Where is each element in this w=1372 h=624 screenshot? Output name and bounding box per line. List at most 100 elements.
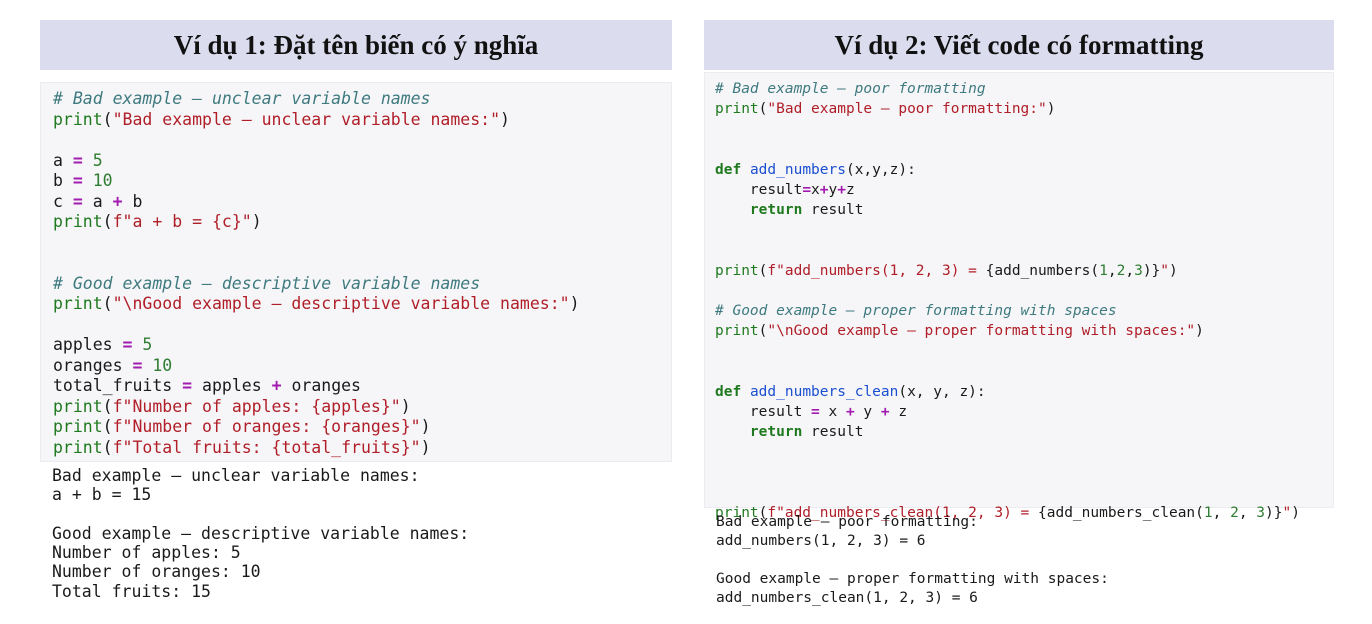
code-token: z xyxy=(889,404,908,420)
code-comment: # Good example – descriptive variable na… xyxy=(53,273,481,293)
code-token: result xyxy=(715,181,803,198)
code-line: print("Bad example – unclear variable na… xyxy=(53,109,510,129)
code-function: print xyxy=(715,101,759,118)
example-1-output: Bad example – unclear variable names:a +… xyxy=(40,462,672,602)
code-line xyxy=(53,130,671,151)
code-line: print(f"Number of apples: {apples}") xyxy=(53,396,411,416)
code-params: (x,y,z): xyxy=(845,161,916,178)
code-token: {add_numbers( xyxy=(985,262,1100,279)
code-line: print(f"add_numbers_clean(1, 2, 3) = {ad… xyxy=(715,503,1333,523)
code-line: # Good example – descriptive variable na… xyxy=(53,274,671,295)
code-token: result xyxy=(802,424,864,441)
code-token: 1 xyxy=(1203,504,1213,521)
code-string: "Bad example – unclear variable names:" xyxy=(112,109,501,129)
code-line xyxy=(715,442,1333,462)
code-token: )} xyxy=(1265,504,1283,521)
code-params: (x, y, z): xyxy=(898,383,986,400)
code-comment: # Bad example – unclear variable names xyxy=(53,89,431,108)
code-keyword: def xyxy=(715,383,742,400)
code-token: = xyxy=(811,404,820,420)
code-line: print("\nGood example – descriptive vari… xyxy=(53,294,580,313)
code-line xyxy=(715,119,1333,139)
code-function: print xyxy=(715,323,759,340)
code-line: apples = 5 xyxy=(53,335,153,354)
code-line xyxy=(715,483,1333,503)
code-token: + xyxy=(819,181,829,198)
code-function: print xyxy=(53,396,103,416)
code-token: ) xyxy=(1169,262,1178,279)
code-token: 3 xyxy=(1256,504,1266,521)
code-line: print("\nGood example – proper formattin… xyxy=(715,323,1204,340)
code-token: 3 xyxy=(1134,262,1143,279)
code-token xyxy=(715,202,750,218)
output-line: a + b = 15 xyxy=(52,485,152,505)
code-line xyxy=(715,220,1333,240)
code-line: total_fruits = apples + oranges xyxy=(53,376,361,395)
code-token: y xyxy=(854,404,881,420)
output-line: Bad example – poor formatting: xyxy=(716,514,978,530)
output-line: add_numbers(1, 2, 3) = 6 xyxy=(716,533,926,549)
code-line: result = x + y + z xyxy=(715,402,1333,422)
code-number: 5 xyxy=(142,335,153,354)
output-line: Number of oranges: 10 xyxy=(52,562,261,582)
code-variable: apples xyxy=(202,376,262,395)
output-line xyxy=(716,551,1334,570)
code-number: 10 xyxy=(152,355,173,375)
code-variable: a xyxy=(53,150,63,170)
code-variable: a xyxy=(92,191,103,211)
code-keyword: def xyxy=(715,161,742,178)
example-1-panel: Ví dụ 1: Đặt tên biến có ý nghĩa # Bad e… xyxy=(40,20,672,602)
code-line xyxy=(715,463,1333,483)
code-token: print xyxy=(715,262,759,279)
code-token: " xyxy=(1282,504,1292,521)
code-line: return result xyxy=(715,422,1333,442)
code-token: 2 xyxy=(1116,262,1126,279)
code-string: "Bad example – poor formatting:" xyxy=(767,101,1047,118)
code-line: # Bad example – poor formatting xyxy=(715,79,1333,99)
code-token: 1 xyxy=(1099,262,1108,279)
code-token: f"add_numbers(1, 2, 3) = xyxy=(767,262,986,279)
code-line: oranges = 10 xyxy=(53,355,173,375)
code-number: 5 xyxy=(92,150,103,170)
code-comment: # Bad example – poor formatting xyxy=(715,81,986,97)
output-line: add_numbers_clean(1, 2, 3) = 6 xyxy=(716,590,978,606)
code-string: "\nGood example – descriptive variable n… xyxy=(112,294,570,313)
code-line xyxy=(715,140,1333,160)
output-line: Good example – proper formatting with sp… xyxy=(716,571,1109,587)
code-line: result=x+y+z xyxy=(715,180,1333,200)
code-token: print xyxy=(715,504,759,521)
code-token: ) xyxy=(1291,504,1300,521)
code-line xyxy=(715,341,1333,361)
output-line: Total fruits: 15 xyxy=(52,581,211,601)
code-token: " xyxy=(1160,262,1170,279)
code-line: def add_numbers(x,y,z): xyxy=(715,160,1333,180)
output-line: Bad example – unclear variable names: xyxy=(52,466,420,485)
code-variable: b xyxy=(53,171,63,190)
code-token: , xyxy=(1212,504,1231,521)
example-1-title: Ví dụ 1: Đặt tên biến có ý nghĩa xyxy=(40,20,672,70)
code-line xyxy=(53,315,671,336)
code-token: y xyxy=(828,181,838,198)
code-function: print xyxy=(53,109,103,129)
code-token: , xyxy=(1238,504,1257,521)
code-function-name: add_numbers xyxy=(749,161,846,178)
code-variable: total_fruits xyxy=(53,376,173,395)
code-token: )} xyxy=(1142,262,1161,279)
code-token: return xyxy=(749,424,803,441)
code-line: b = 10 xyxy=(53,171,113,190)
code-line: def add_numbers_clean(x, y, z): xyxy=(715,382,1333,402)
code-token: f"add_numbers_clean(1, 2, 3) = xyxy=(767,504,1039,521)
code-token: result xyxy=(715,404,812,420)
code-variable: c xyxy=(53,191,63,211)
code-variable: oranges xyxy=(291,376,361,395)
code-line: a = 5 xyxy=(53,150,103,170)
example-2-output: Bad example – poor formatting: add_number… xyxy=(704,508,1334,608)
code-token: , xyxy=(1107,262,1117,279)
code-variable: apples xyxy=(53,335,113,354)
code-line xyxy=(53,233,671,254)
code-line: print(f"Number of oranges: {oranges}") xyxy=(53,417,431,436)
code-line: c = a + b xyxy=(53,191,143,211)
code-token: ( xyxy=(758,262,768,279)
